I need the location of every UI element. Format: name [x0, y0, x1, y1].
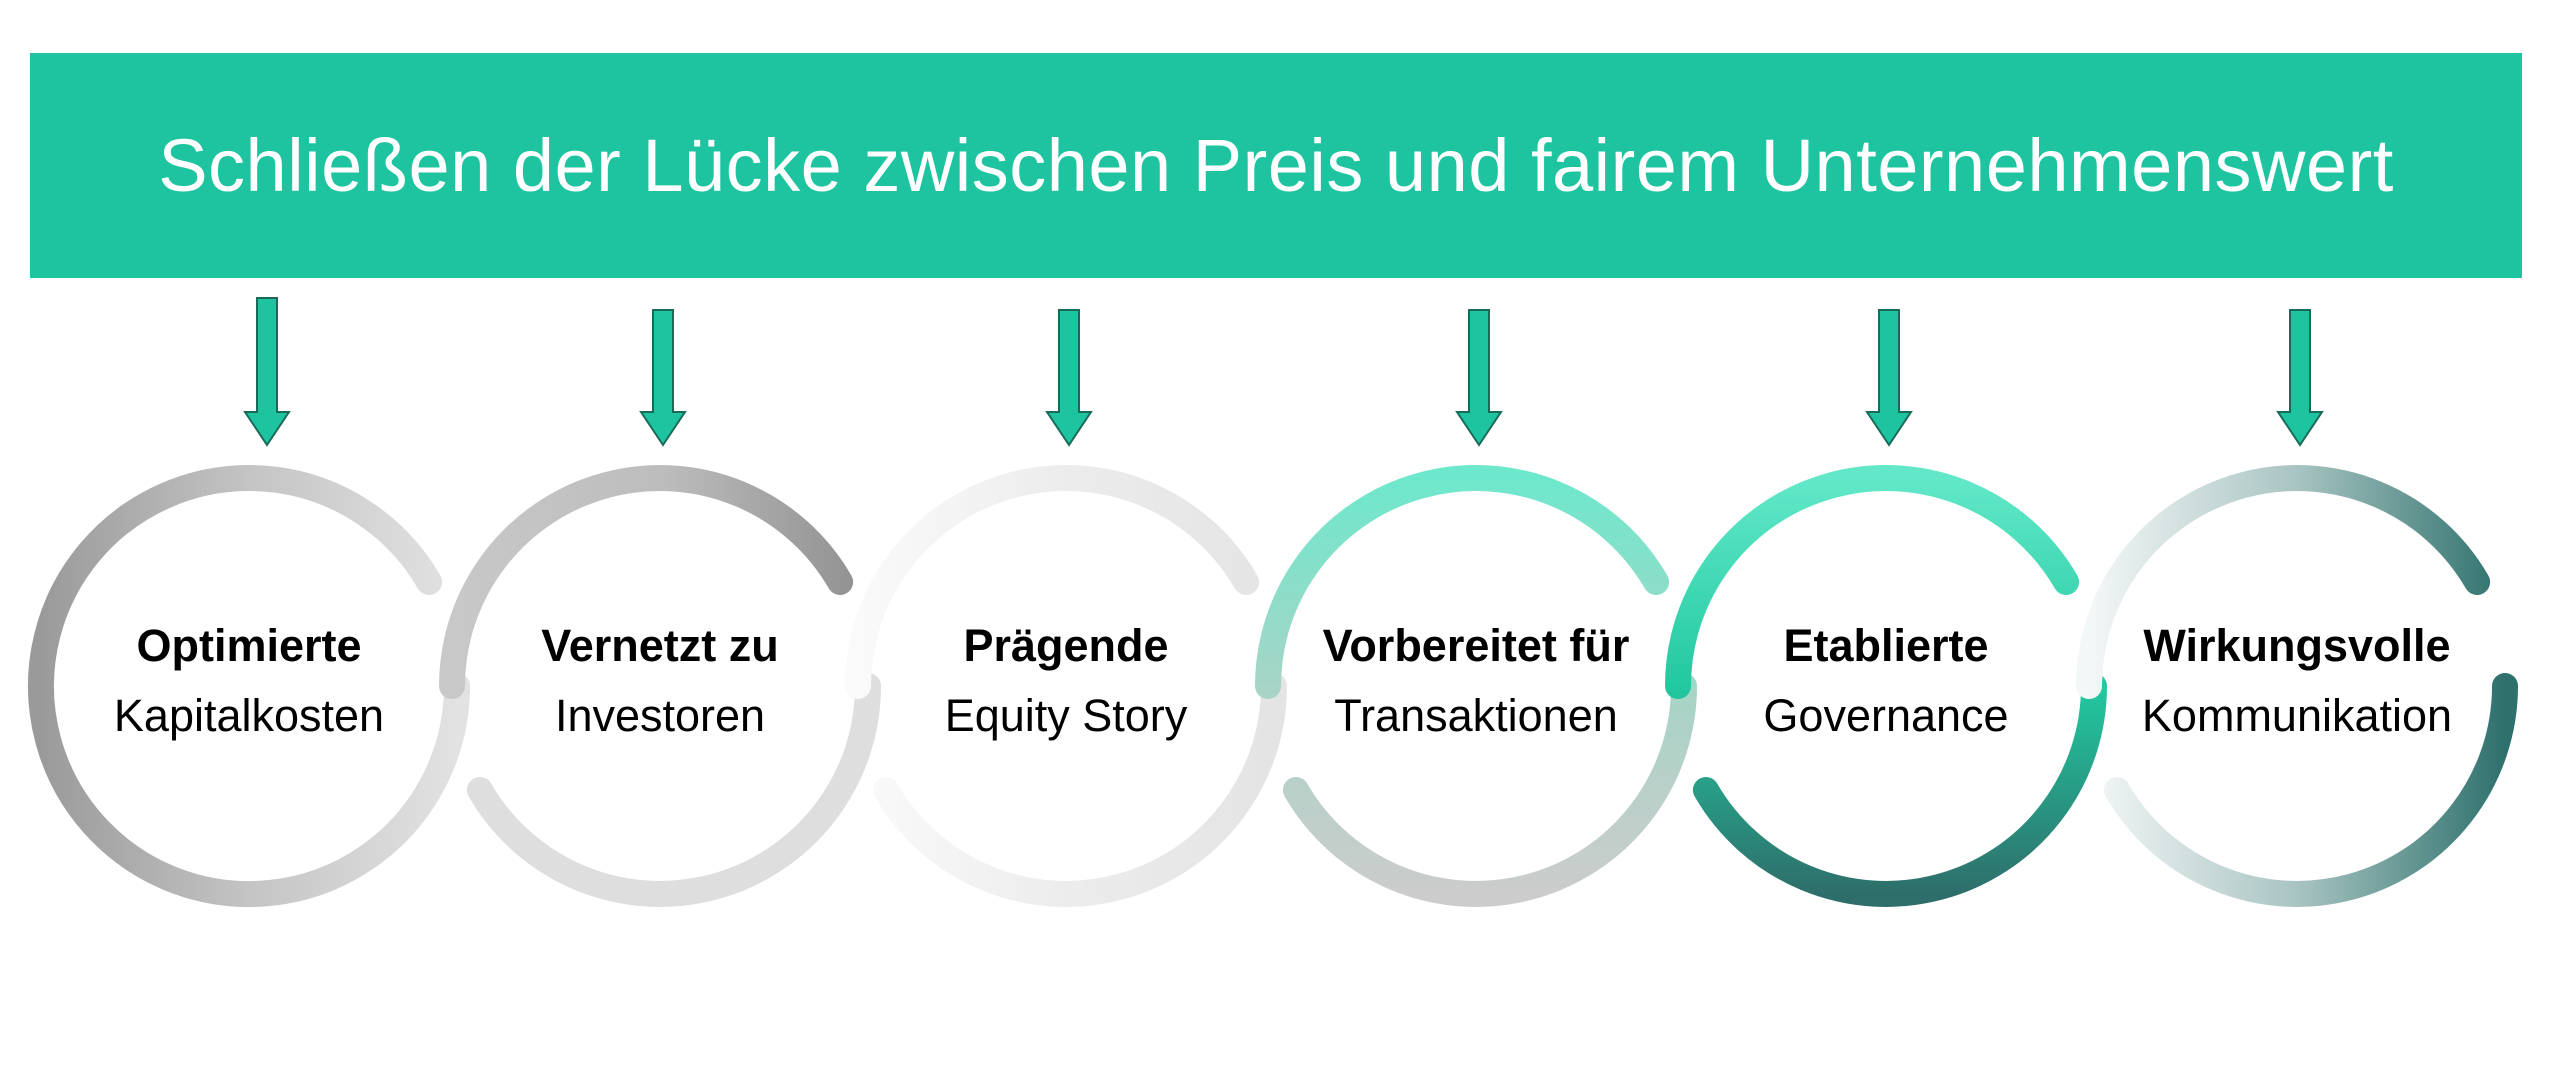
ring-arc-upper: [439, 465, 854, 699]
down-arrow-icon: [1045, 309, 1093, 447]
step-subtitle: Kapitalkosten: [113, 690, 385, 741]
ring-arc-lower: [466, 673, 881, 907]
diagram-title: Schließen der Lücke zwischen Preis und f…: [158, 124, 2394, 207]
down-arrow-icon: [1455, 309, 1503, 447]
ring-arc-upper: [1665, 465, 2080, 699]
step-label: Vernetzt zu Investoren: [440, 611, 880, 751]
step-subtitle: Transaktionen: [1334, 690, 1618, 741]
ring-arc-lower: [1282, 673, 1697, 907]
down-arrow-icon: [639, 309, 687, 447]
step-title: Optimierte: [136, 620, 362, 671]
step-subtitle: Kommunikation: [2141, 690, 2453, 741]
step-title: Vernetzt zu: [541, 620, 779, 671]
step-subtitle: Investoren: [554, 690, 766, 741]
step-title: Wirkungsvolle: [2143, 620, 2451, 671]
step-subtitle: Governance: [1763, 690, 2009, 741]
ring-arc-upper: [1255, 465, 1670, 699]
down-arrow-icon: [2276, 309, 2324, 447]
ring-arc-upper: [2076, 465, 2491, 699]
step-subtitle: Equity Story: [944, 690, 1188, 741]
step-title: Etablierte: [1783, 620, 1989, 671]
step-title: Prägende: [963, 620, 1169, 671]
ring-arc-upper: [845, 465, 1260, 699]
step-title: Vorbereitet für: [1322, 620, 1630, 671]
down-arrow-icon: [243, 297, 291, 447]
ring-arc-lower: [872, 673, 1287, 907]
down-arrow-icon: [1865, 309, 1913, 447]
ring-arc-lower: [2103, 673, 2518, 907]
ring-arc-lower: [1692, 673, 2107, 907]
title-banner: Schließen der Lücke zwischen Preis und f…: [30, 53, 2522, 278]
ring-arc-upper: [28, 465, 470, 908]
